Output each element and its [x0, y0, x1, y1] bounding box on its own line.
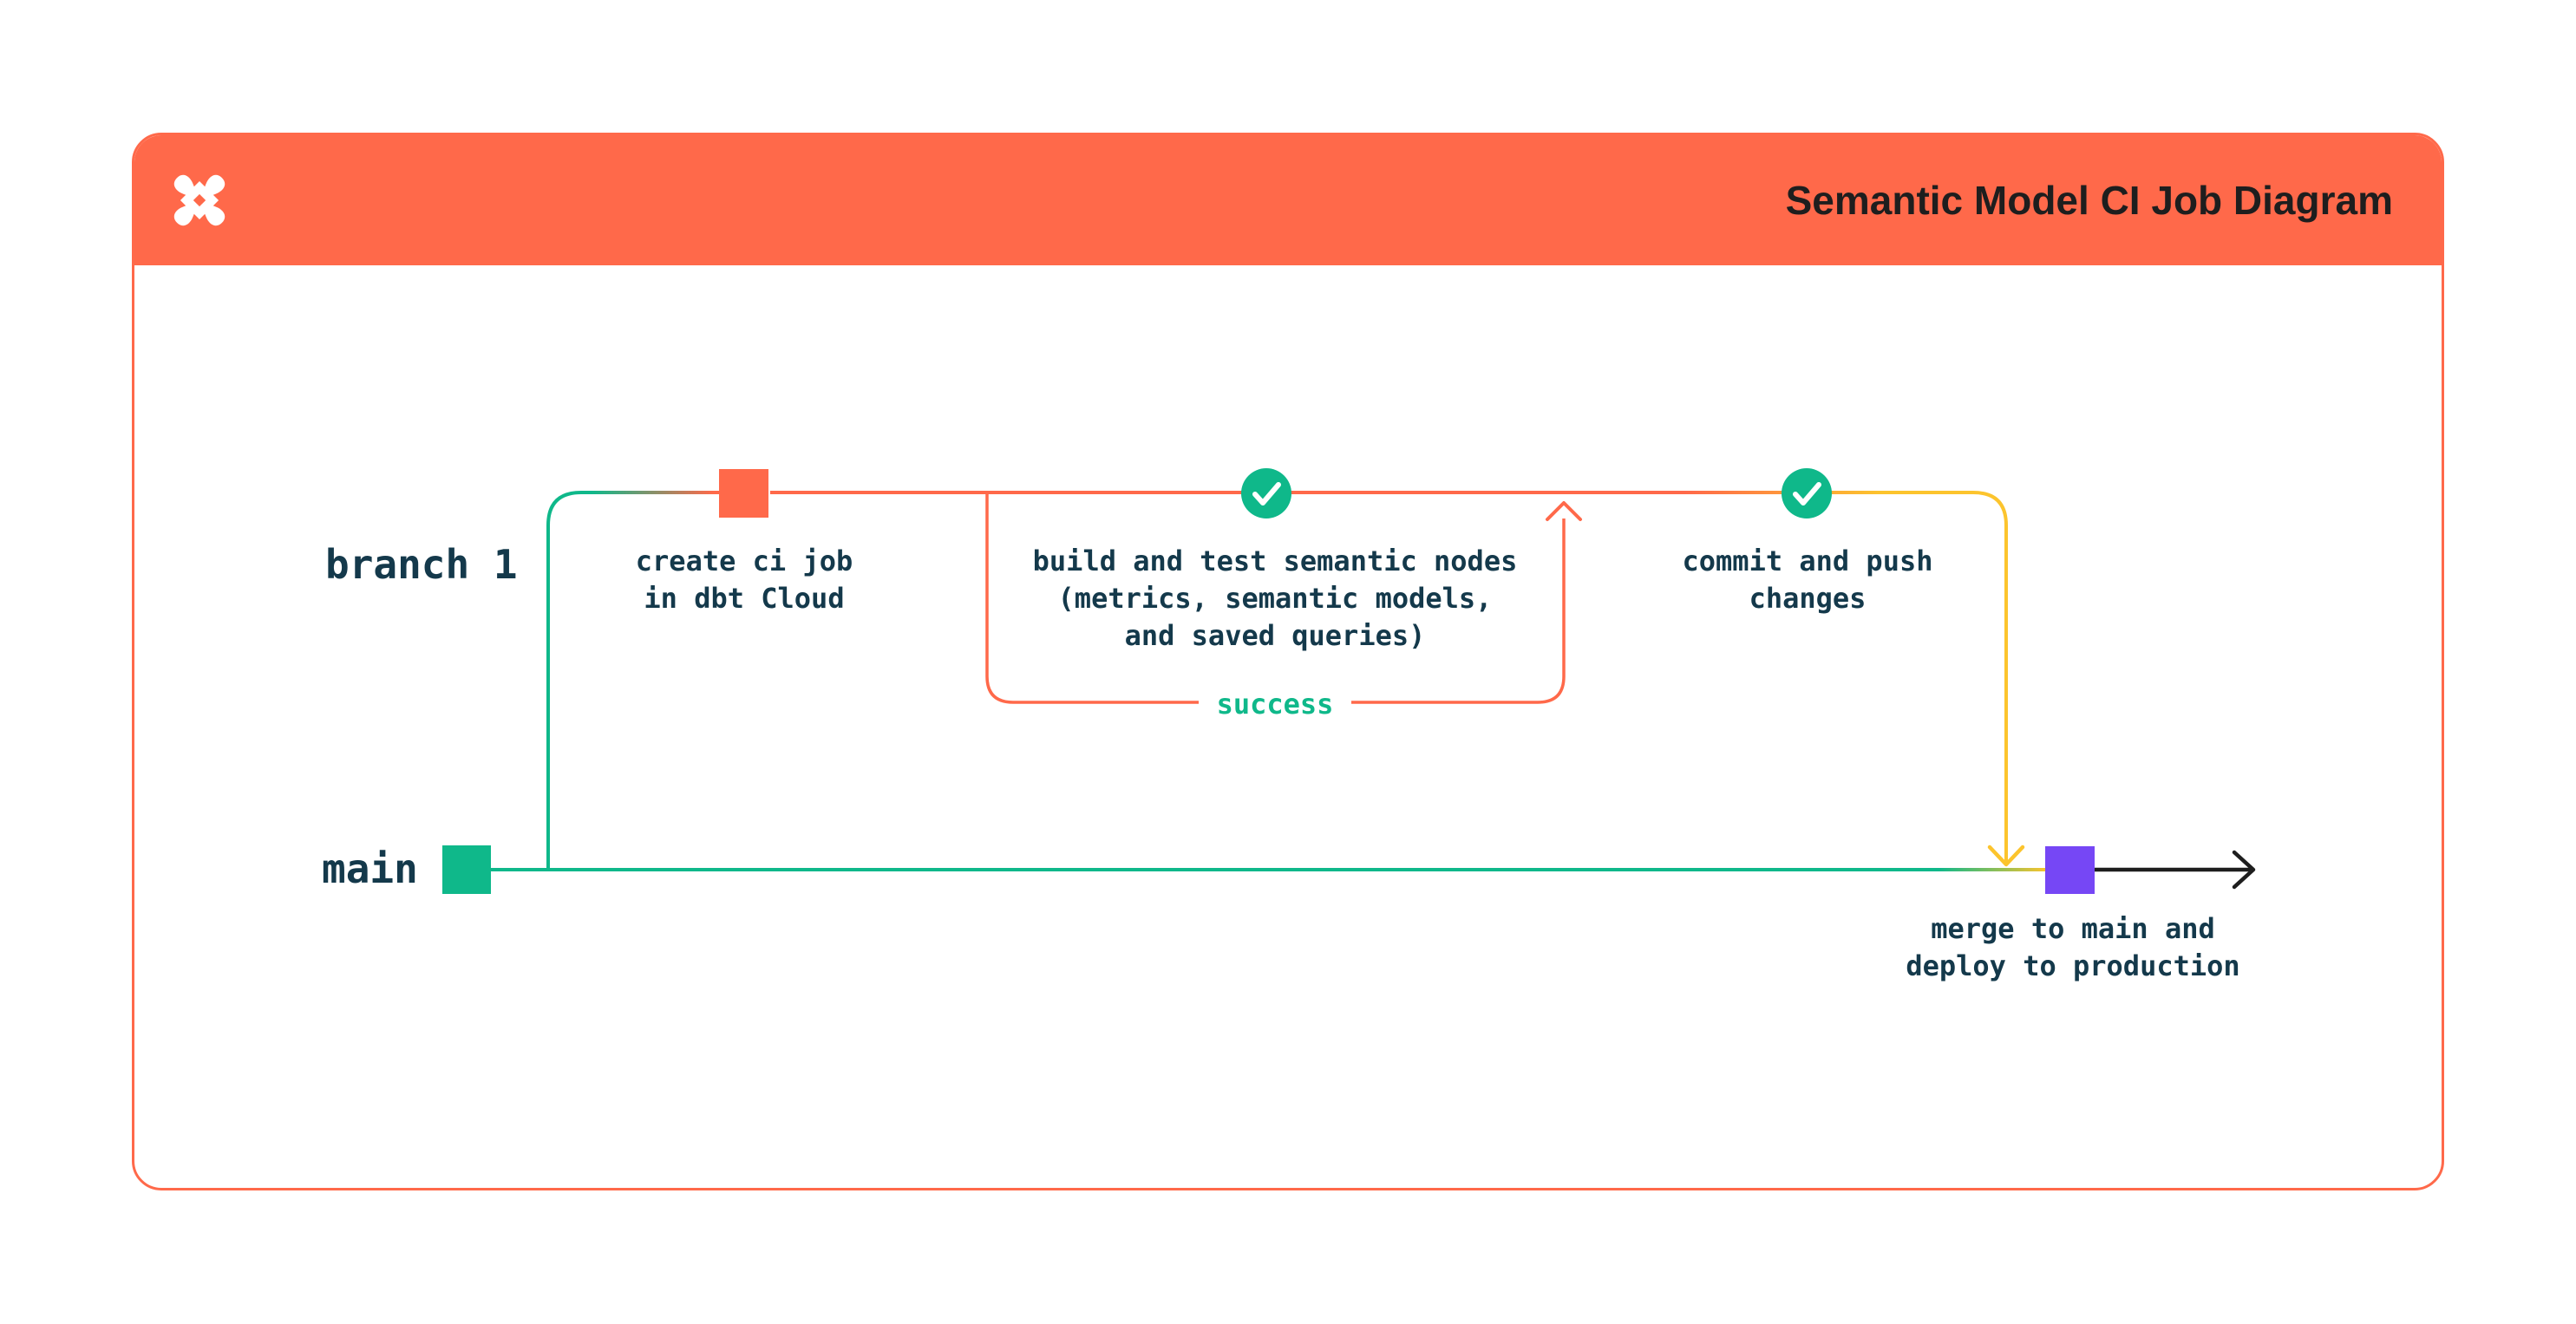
page-title: Semantic Model CI Job Diagram — [1785, 178, 2393, 223]
diagram-card: Semantic Model CI Job Diagram — [132, 133, 2444, 1190]
branch1-label: branch 1 — [325, 541, 518, 588]
main-label: main — [322, 845, 418, 892]
header-bar: Semantic Model CI Job Diagram — [134, 135, 2442, 265]
success-label: success — [1216, 688, 1334, 721]
merge-deploy-label: merge to main and deploy to production — [1906, 912, 2240, 982]
dbt-logo-icon — [173, 174, 226, 226]
build-test-label: build and test semantic nodes (metrics, … — [1032, 545, 1518, 652]
commit-push-label: commit and push changes — [1682, 545, 1933, 615]
create-ci-label: create ci job in dbt Cloud — [635, 545, 853, 615]
